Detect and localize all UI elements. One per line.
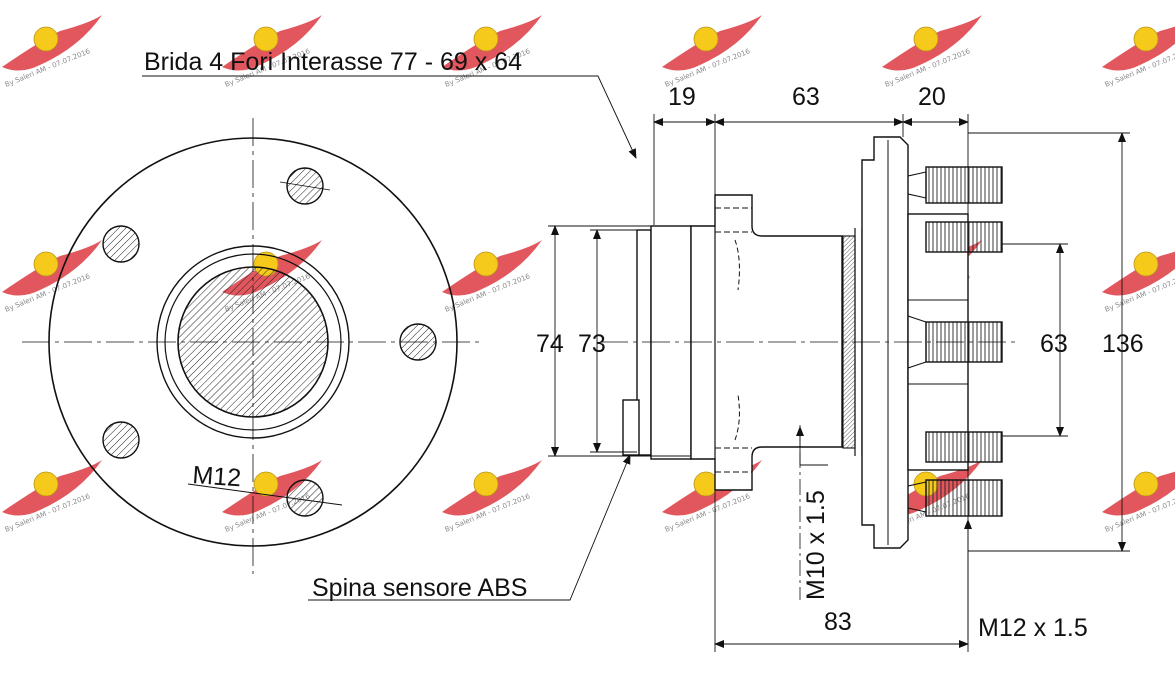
stud-4: [925, 431, 1003, 463]
stud-head-1: [907, 171, 927, 199]
watermark-logo: By Saleri AM - 07.07.2016: [442, 240, 542, 314]
flange-title: Brida 4 Fori Interasse 77 - 69 x 64: [144, 48, 522, 76]
flange-title-leader: [142, 75, 637, 159]
side-view: [600, 136, 1020, 600]
bolt-centerline: [279, 181, 331, 191]
bolt-hole-lower-left: [102, 421, 140, 459]
m12-leader-line: [187, 483, 343, 506]
abs-leader: [308, 454, 631, 601]
annotations: Brida 4 Fori Interasse 77 - 69 x 64 Spin…: [144, 48, 1144, 642]
thread-m12-label: M12 x 1.5: [978, 614, 1088, 642]
watermark-logo: By Saleri AM - 07.07.2016: [1102, 471, 1175, 534]
watermark-logo: By Saleri AM - 07.07.2016: [442, 460, 542, 534]
abs-sensor-plug: [622, 399, 640, 456]
dim-63-top-label: 63: [792, 83, 820, 111]
stud-2: [925, 221, 1003, 253]
bolt-hole-left: [102, 225, 140, 263]
wheel-flange: [861, 136, 909, 549]
watermark-logo: By Saleri AM - 07.07.2016: [882, 15, 982, 89]
watermark-logo: By Saleri AM - 07.07.2016: [2, 460, 102, 534]
dim-20-label: 20: [918, 83, 946, 111]
front-view: [22, 118, 482, 574]
watermark-logo: By Saleri AM - 07.07.2016: [1102, 26, 1175, 89]
dim-63-right-label: 63: [1040, 330, 1068, 358]
dim-74-label: 74: [536, 330, 564, 358]
watermark-logo: By Saleri AM - 07.07.2016: [2, 15, 102, 89]
watermark-logo: By Saleri AM - 07.07.2016: [662, 15, 762, 89]
dimension-lines: [142, 75, 1130, 652]
dim-19-label: 19: [668, 83, 696, 111]
abs-ring-inner: [650, 225, 692, 460]
stud-5: [925, 479, 1003, 517]
watermark-logo: By Saleri AM - 07.07.2016: [1102, 251, 1175, 314]
housing-curve-top: [734, 239, 740, 291]
stud-1: [925, 166, 1003, 204]
dim-136-label: 136: [1102, 330, 1144, 358]
stud-head-3: [907, 315, 927, 369]
bolt-thread-label: M12: [192, 461, 242, 492]
abs-sensor-label: Spina sensore ABS: [312, 574, 527, 602]
stud-head-5: [907, 481, 927, 513]
housing-curve-bot: [734, 394, 740, 441]
bearing-housing: [690, 194, 843, 491]
dim-83-label: 83: [824, 608, 852, 636]
dim-73-label: 73: [578, 330, 606, 358]
thread-m10-label: M10 x 1.5: [802, 490, 830, 600]
